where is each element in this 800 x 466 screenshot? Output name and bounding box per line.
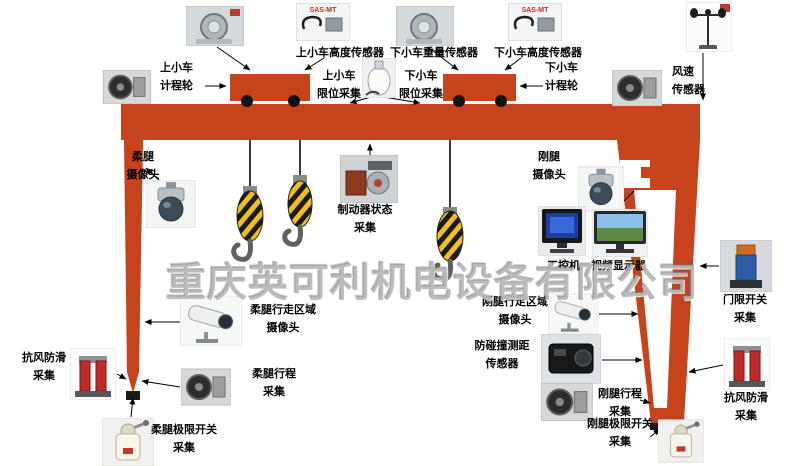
- bullet-camera-image-right: [548, 290, 598, 338]
- height-sensor-image-1: SAS-MT: [296, 3, 350, 41]
- label-rigid-leg-area-camera: 刚腿行走区域 摄像头: [482, 296, 548, 326]
- anti-collision-sensor-image: [541, 334, 601, 384]
- limit-switch-image-left: [102, 418, 154, 466]
- video-display-image: [592, 209, 648, 257]
- rotary-sensor-image-2: [396, 6, 454, 46]
- travel-wheel-image-right: [541, 383, 593, 421]
- travel-wheel-image-left: [181, 366, 231, 408]
- label-brake-status: 制动器状态 采集: [337, 204, 393, 234]
- label-video-display: 视频显示器: [591, 260, 646, 272]
- industrial-pc-image: [538, 206, 586, 256]
- label-wind-slip-right: 抗风防滑 采集: [724, 392, 768, 422]
- label-lower-trolley-odometer: 下小车 计程轮: [545, 62, 578, 92]
- label-wind-slip-left: 抗风防滑 采集: [22, 352, 66, 382]
- label-flex-leg-travel: 柔腿行程 采集: [252, 368, 296, 398]
- rail-clamp-image-right: [724, 338, 770, 390]
- odometer-wheel-image-upper: [102, 70, 152, 104]
- limit-switch-image-right: [658, 418, 704, 464]
- dome-camera-image-left: [146, 180, 196, 228]
- limit-switch-egg-image: [362, 58, 396, 98]
- label-upper-trolley-odometer: 上小车 计程轮: [160, 62, 193, 92]
- label-lower-trolley-height-sensor: 下小车高度传感器: [494, 47, 582, 59]
- label-industrial-pc: 工控机: [547, 260, 580, 272]
- flexible-leg: [124, 140, 143, 393]
- label-rigid-leg-limit-switch: 刚腿极限开关 采集: [587, 418, 653, 448]
- odometer-wheel-image-lower: [612, 70, 662, 106]
- brake-device-image: [340, 155, 398, 203]
- label-rigid-leg-travel: 刚腿行程 采集: [598, 388, 642, 418]
- door-limit-switch-image: [720, 240, 772, 292]
- label-upper-trolley-height-sensor: 上小车高度传感器: [296, 47, 384, 59]
- label-wind-speed-sensor: 风速 传感器: [672, 66, 705, 96]
- label-lower-trolley-limit: 下小车 限位采集: [399, 70, 443, 100]
- label-flex-leg-camera: 柔腿 摄像头: [126, 151, 160, 181]
- height-sensor-image-2: SAS-MT: [508, 3, 562, 41]
- anemometer-image: [686, 2, 732, 52]
- sas-badge: SAS-MT: [310, 7, 338, 14]
- bullet-camera-image-left: [180, 296, 242, 346]
- label-lower-trolley-weight-sensor: 下小车重量传感器: [390, 47, 478, 59]
- label-flex-leg-limit-switch: 柔腿极限开关 采集: [151, 424, 217, 454]
- label-door-limit-switch: 门限开关 采集: [723, 294, 767, 324]
- rail-clamp-image-left: [70, 348, 116, 400]
- rotary-sensor-image-1: [186, 6, 244, 46]
- sas-badge: SAS-MT: [522, 7, 550, 14]
- hook-blocks: [231, 140, 464, 282]
- label-flex-leg-area-camera: 柔腿行走区域 摄像头: [250, 304, 316, 334]
- label-anti-collision-sensor: 防碰撞测距 传感器: [474, 340, 530, 370]
- label-upper-trolley-limit: 上小车 限位采集: [317, 70, 361, 100]
- label-rigid-leg-camera: 刚腿 摄像头: [532, 151, 566, 181]
